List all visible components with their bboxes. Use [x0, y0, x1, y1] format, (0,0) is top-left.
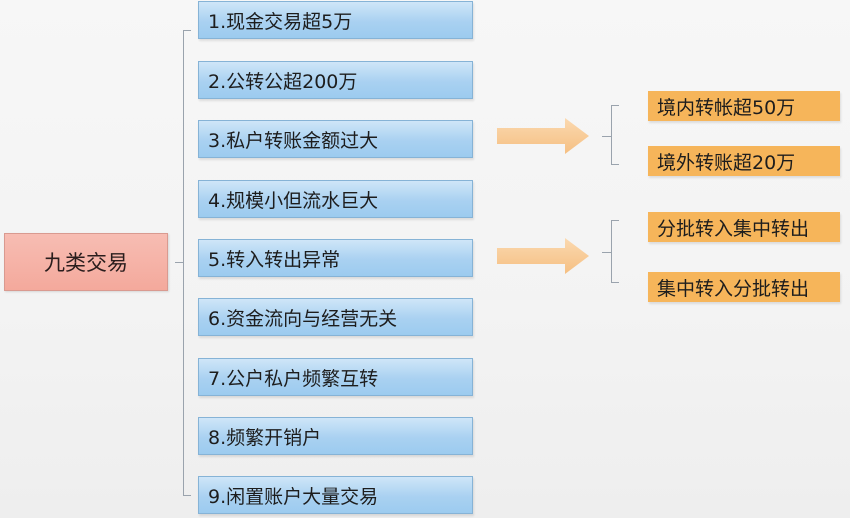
sub-item-domestic: 境内转帐超50万: [648, 91, 840, 121]
item-label: 9.闲置账户大量交易: [208, 485, 379, 508]
item-label: 7.公户私户频繁互转: [208, 367, 379, 390]
item-3: 3.私户转账金额过大: [198, 120, 473, 158]
item-label: 8.频繁开销户: [208, 426, 322, 449]
item-5: 5.转入转出异常: [198, 239, 473, 277]
item-9: 9.闲置账户大量交易: [198, 476, 473, 514]
sub-item-label: 集中转入分批转出: [657, 277, 810, 300]
sub-item-label: 分批转入集中转出: [657, 217, 810, 240]
sub-item-concentrated-in: 集中转入分批转出: [648, 272, 840, 302]
sub-item-batch-in: 分批转入集中转出: [648, 212, 840, 242]
item-4: 4.规模小但流水巨大: [198, 180, 473, 218]
sub-item-overseas: 境外转账超20万: [648, 146, 840, 176]
item-1: 1.现金交易超5万: [198, 1, 473, 39]
item-label: 6.资金流向与经营无关: [208, 307, 398, 330]
item-label: 1.现金交易超5万: [208, 10, 353, 33]
right-arrow-icon: [497, 118, 589, 154]
sub-item-label: 境外转账超20万: [657, 151, 796, 174]
branch-1-tick: [602, 136, 611, 137]
root-label: 九类交易: [44, 251, 128, 275]
item-label: 4.规模小但流水巨大: [208, 189, 379, 212]
branch-1-bracket: [611, 105, 619, 165]
branch-2-tick: [602, 252, 611, 253]
branch-2-bracket: [611, 220, 619, 283]
main-bracket-tick: [175, 262, 184, 263]
item-7: 7.公户私户频繁互转: [198, 358, 473, 396]
item-8: 8.频繁开销户: [198, 417, 473, 455]
right-arrow-icon: [497, 238, 589, 274]
item-2: 2.公转公超200万: [198, 61, 473, 99]
item-6: 6.资金流向与经营无关: [198, 298, 473, 336]
item-label: 5.转入转出异常: [208, 248, 341, 271]
item-label: 3.私户转账金额过大: [208, 129, 379, 152]
root-node: 九类交易: [4, 233, 168, 291]
main-bracket: [183, 30, 191, 496]
sub-item-label: 境内转帐超50万: [657, 96, 796, 119]
item-label: 2.公转公超200万: [208, 70, 358, 93]
